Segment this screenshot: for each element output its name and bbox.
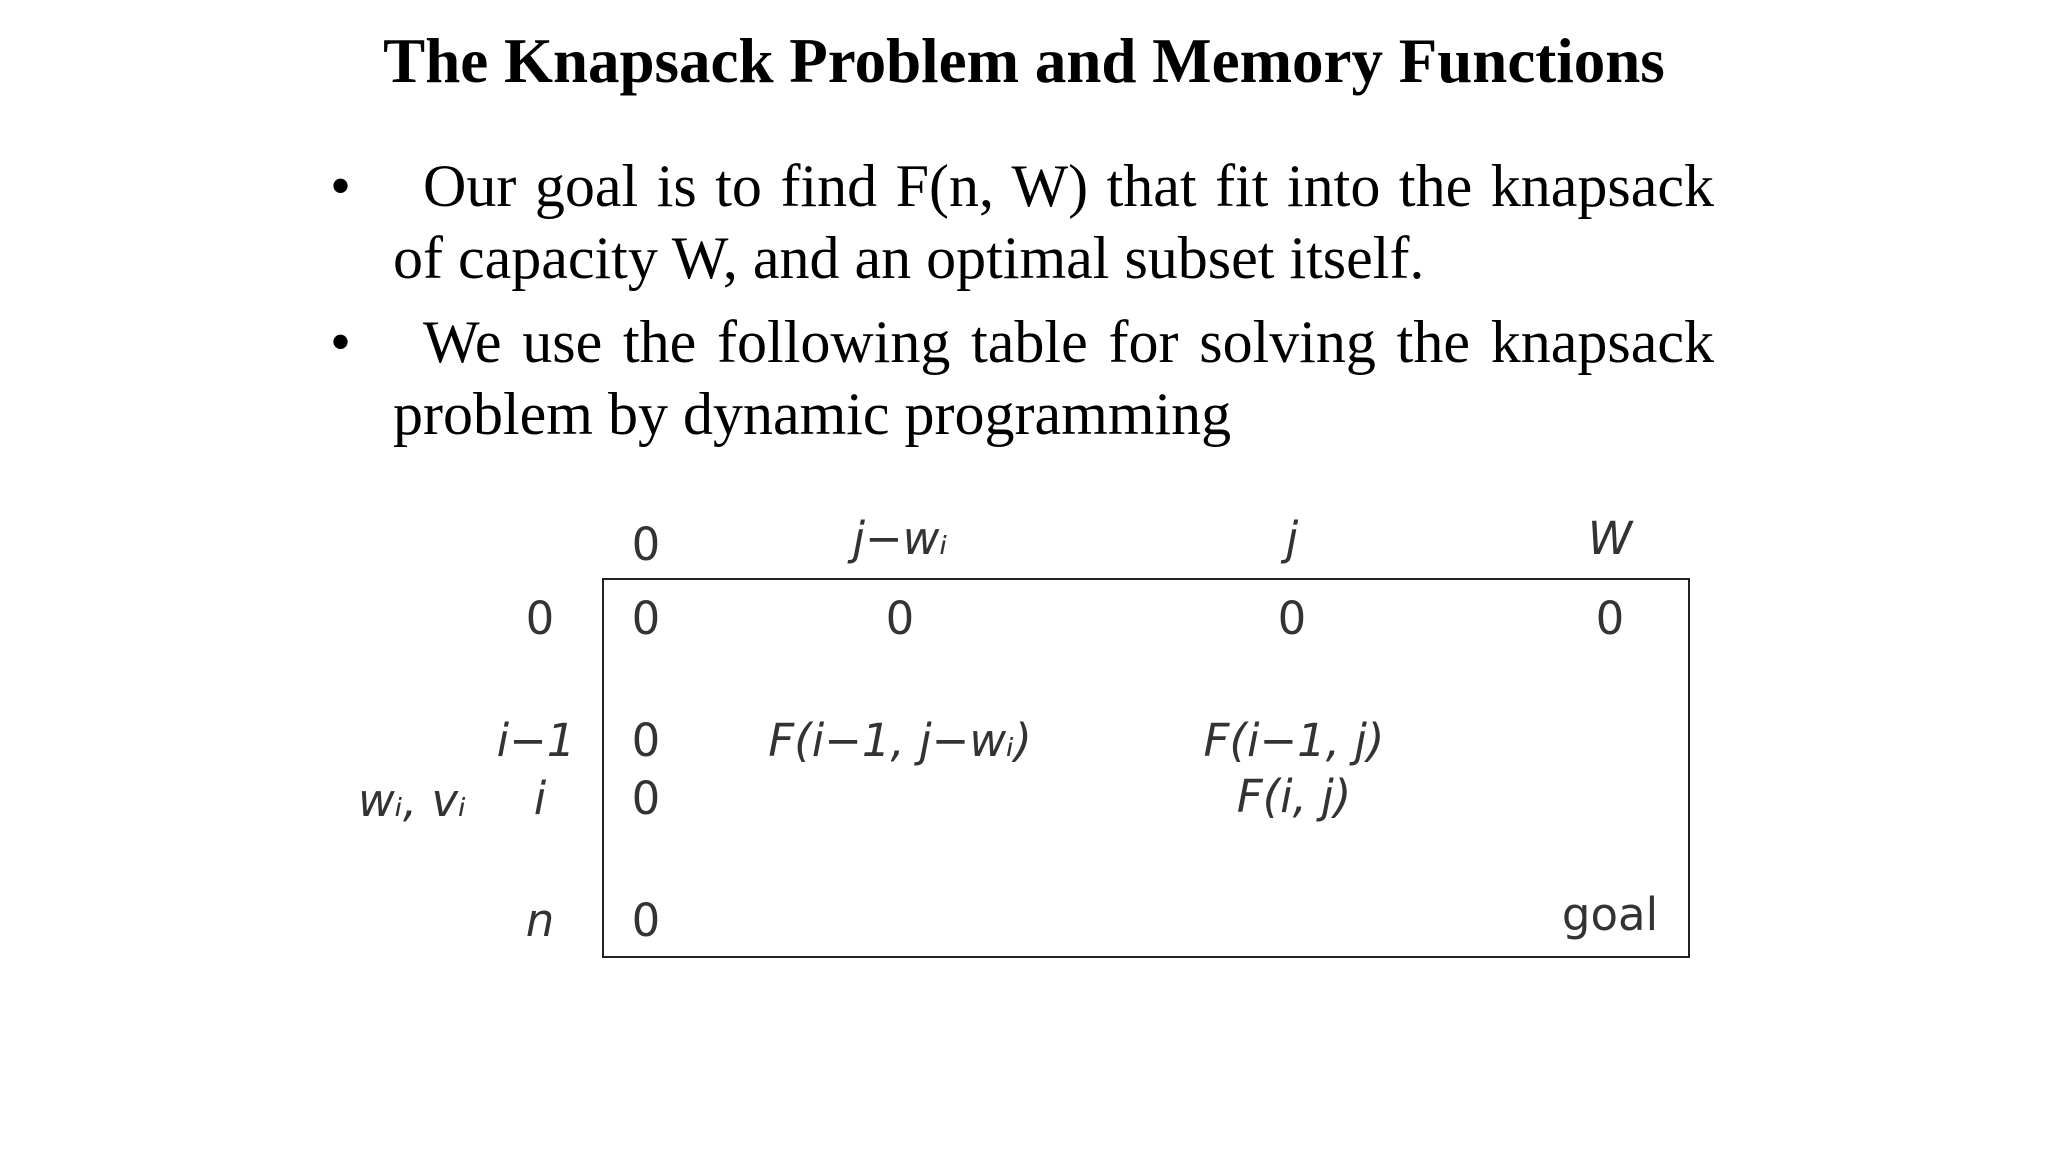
col-header-W: W: [1587, 512, 1633, 565]
bullet-dot: •: [330, 153, 352, 219]
bullet-text: Our goal is to find F(n, W) that fit int…: [393, 153, 1714, 291]
cell-0-j-minus-w: 0: [885, 592, 915, 645]
row-header-n: n: [525, 894, 555, 947]
cell-i-0: 0: [631, 772, 661, 825]
weight-value-label: wᵢ, vᵢ: [358, 774, 467, 827]
bullet-item: • We use the following table for solving…: [330, 306, 1714, 450]
bullet-dot: •: [330, 309, 352, 375]
bullet-item: • Our goal is to find F(n, W) that fit i…: [330, 150, 1714, 294]
row-header-i-minus-1: i−1: [496, 714, 576, 767]
cell-0-W: 0: [1595, 592, 1625, 645]
row-header-i: i: [533, 772, 547, 825]
bullet-list: • Our goal is to find F(n, W) that fit i…: [330, 150, 1714, 462]
cell-n-0: 0: [631, 894, 661, 947]
cell-i-j: F(i, j): [1236, 770, 1352, 823]
row-header-0: 0: [525, 592, 555, 645]
cell-0-0: 0: [631, 592, 661, 645]
col-header-j-minus-w: j−wᵢ: [852, 512, 948, 565]
slide-title: The Knapsack Problem and Memory Function…: [383, 26, 1665, 96]
cell-0-j: 0: [1277, 592, 1307, 645]
dp-table-frame: [602, 578, 1690, 958]
col-header-0: 0: [631, 518, 661, 571]
cell-i-minus-1-j: F(i−1, j): [1203, 714, 1385, 767]
bullet-text: We use the following table for solving t…: [393, 309, 1714, 447]
col-header-j: j: [1285, 512, 1299, 565]
cell-goal: goal: [1561, 888, 1659, 941]
cell-i-minus-1-j-minus-w: F(i−1, j−wᵢ): [768, 714, 1032, 767]
cell-i-minus-1-0: 0: [631, 714, 661, 767]
